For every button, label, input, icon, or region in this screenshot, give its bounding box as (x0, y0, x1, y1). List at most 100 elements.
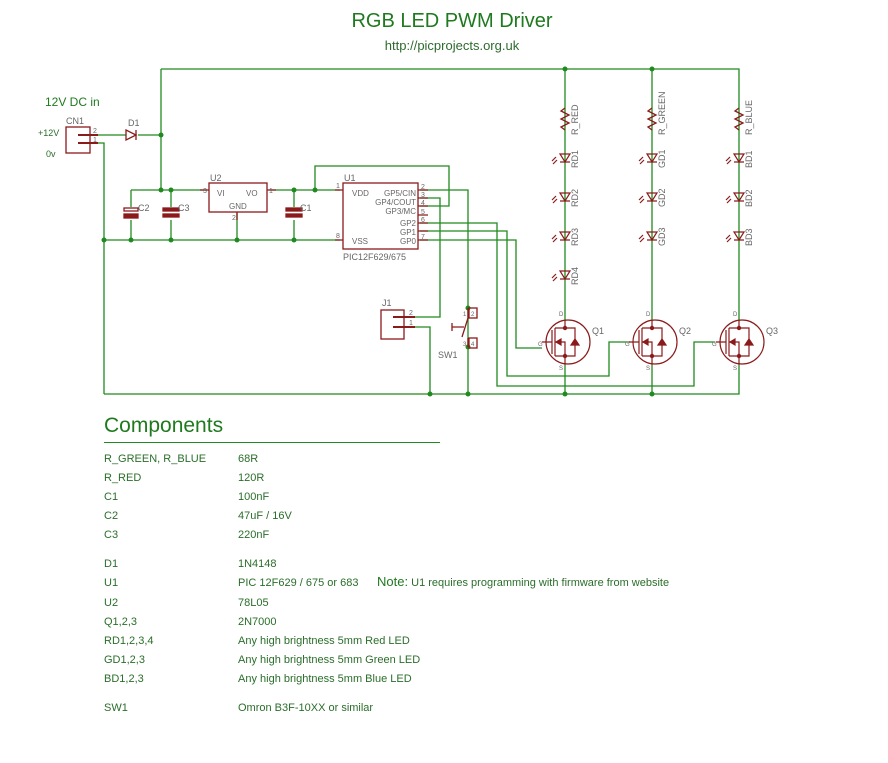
label-r-red: R_RED (570, 104, 580, 135)
label-u2: U2 (210, 173, 222, 183)
u2-pin3: 3 (203, 188, 207, 195)
sw1-pin3: 3 (463, 342, 467, 348)
component-value: 47uF / 16V (238, 510, 292, 522)
label-bd2: BD2 (744, 189, 754, 207)
connector-cn1 (65, 126, 91, 154)
label-gd3: GD3 (657, 227, 667, 246)
led-gd1-icon (638, 153, 659, 165)
label-u1-gp5: GP5/CIN (384, 189, 416, 198)
label-gd1: GD1 (657, 149, 667, 168)
resistor-r-green-icon (646, 107, 658, 131)
label-rd1: RD1 (570, 150, 580, 168)
component-value: Any high brightness 5mm Blue LED (238, 673, 412, 685)
wire-top-rail (161, 68, 740, 95)
label-u1-vss: VSS (352, 237, 368, 246)
label-u1-part: PIC12F629/675 (343, 252, 406, 262)
label-q3: Q3 (766, 326, 778, 336)
label-bd3: BD3 (744, 228, 754, 246)
u1-pin4: 4 (421, 200, 425, 207)
label-u1-gp3: GP3/MC (385, 207, 416, 216)
label-cn1: CN1 (66, 116, 84, 126)
j1-pin1: 1 (409, 320, 413, 327)
wire-gp0 (420, 239, 542, 349)
switch-sw1-icon (451, 307, 478, 349)
component-value: 68R (238, 453, 259, 465)
power-input-label: 12V DC in (45, 95, 100, 109)
component-value: Omron B3F-10XX or similar (238, 702, 374, 714)
label-u2-gnd: GND (229, 202, 247, 211)
cn1-pin1: 1 (93, 137, 97, 144)
label-gd2: GD2 (657, 188, 667, 207)
sw1-pin4: 4 (471, 342, 475, 348)
sw1-pin1: 1 (463, 312, 467, 318)
u1-pin3: 3 (421, 192, 425, 199)
wire-gp5 (420, 189, 469, 394)
component-ref: C3 (104, 529, 119, 541)
component-ref: C1 (104, 491, 119, 503)
led-rd1-icon (551, 153, 572, 165)
component-value: Any high brightness 5mm Green LED (238, 654, 421, 666)
component-ref: GD1,2,3 (104, 654, 145, 666)
led-gd2-icon (638, 192, 659, 204)
label-rd4: RD4 (570, 267, 580, 285)
label-u1-gp2: GP2 (400, 219, 417, 228)
u2-pin2: 2 (232, 215, 236, 222)
wire-gp2 (420, 222, 715, 387)
label-q2: Q2 (679, 326, 691, 336)
component-ref: U2 (104, 597, 119, 609)
connector-j1 (380, 309, 405, 340)
label-c1: C1 (300, 203, 312, 213)
wires (98, 68, 740, 395)
label-rd2: RD2 (570, 189, 580, 207)
label-q1: Q1 (592, 326, 604, 336)
label-q1-drain: D (559, 312, 564, 318)
label-0v: 0v (46, 149, 56, 159)
label-c3: C3 (178, 203, 190, 213)
u2-pin1: 1 (269, 188, 273, 195)
u1-pin7: 7 (421, 234, 425, 241)
wire-ground-rail (104, 365, 740, 395)
led-bd3-icon (725, 231, 746, 243)
component-value: 100nF (238, 491, 270, 503)
label-rd3: RD3 (570, 228, 580, 246)
wire-gp1 (420, 230, 630, 377)
sw1-pin2: 2 (471, 312, 475, 318)
label-q1-gate: G (538, 342, 543, 348)
led-bd2-icon (725, 192, 746, 204)
component-value: Any high brightness 5mm Red LED (238, 635, 410, 647)
schematic-diagram: 12V DC in CN1 +12V 0v 2 1 D1 C2 C3 C1 U2… (38, 66, 778, 397)
component-value: 1N4148 (238, 558, 277, 570)
wire-j1-pin1 (415, 326, 431, 394)
j1-pin2: 2 (409, 310, 413, 317)
mosfet-q1-icon (542, 319, 591, 365)
capacitor-c3-icon (162, 207, 180, 218)
led-gd3-icon (638, 231, 659, 243)
label-q3-gate: G (712, 342, 717, 348)
label-q2-drain: D (646, 312, 651, 318)
wire-vdd-loop (314, 165, 450, 207)
mosfet-q2-icon (629, 319, 678, 365)
label-u1-gp0: GP0 (400, 237, 417, 246)
component-value: 2N7000 (238, 616, 277, 628)
label-q2-gate: G (625, 342, 630, 348)
component-value: 120R (238, 472, 265, 484)
programming-note: Note: U1 requires programming with firmw… (377, 574, 669, 589)
label-c2: C2 (138, 203, 150, 213)
cn1-pin2: 2 (93, 128, 97, 135)
label-q1-source: S (559, 366, 563, 372)
u1-pin2: 2 (421, 184, 425, 191)
label-u1: U1 (344, 173, 356, 183)
component-ref: D1 (104, 558, 119, 570)
label-d1: D1 (128, 118, 140, 128)
label-u2-vi: VI (217, 189, 225, 198)
led-bd1-icon (725, 153, 746, 165)
capacitor-c2-icon (123, 207, 139, 219)
component-ref: SW1 (104, 702, 128, 714)
component-value: 220nF (238, 529, 270, 541)
component-ref: R_GREEN, R_BLUE (104, 453, 207, 465)
led-rd4-icon (551, 270, 572, 282)
label-r-blue: R_BLUE (744, 100, 754, 135)
u1-pin8: 8 (336, 233, 340, 240)
led-rd2-icon (551, 192, 572, 204)
page-title: RGB LED PWM Driver (351, 10, 553, 32)
